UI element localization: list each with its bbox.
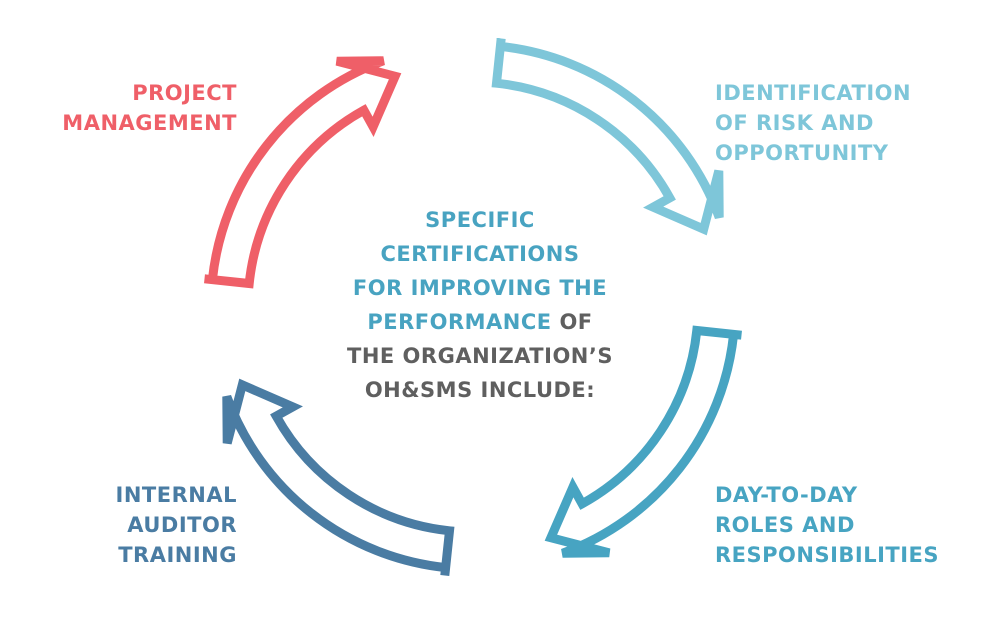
label-risk-opportunity: IDENTIFICATION OF RISK AND OPPORTUNITY: [715, 78, 911, 168]
label-line: OF RISK AND: [715, 111, 874, 135]
label-line: RESPONSIBILITIES: [715, 543, 940, 567]
label-roles-responsibilities: DAY-TO-DAY ROLES AND RESPONSIBILITIES: [715, 480, 939, 570]
label-line: OPPORTUNITY: [715, 141, 889, 165]
center-line: PERFORMANCE OF: [310, 305, 650, 339]
label-line: AUDITOR: [127, 513, 237, 537]
center-plain: OF: [559, 310, 593, 334]
center-line: SPECIFIC: [425, 208, 535, 232]
label-line: TRAINING: [118, 543, 237, 567]
center-highlight: PERFORMANCE: [367, 310, 552, 334]
label-line: ROLES AND: [715, 513, 855, 537]
label-line: MANAGEMENT: [62, 111, 237, 135]
label-auditor-training: INTERNAL AUDITOR TRAINING: [116, 480, 237, 570]
arrow-segment-project-management: [204, 56, 402, 289]
label-line: PROJECT: [132, 81, 237, 105]
center-line: CERTIFICATIONS: [380, 242, 580, 266]
arrow-segment-risk-opportunity: [491, 38, 724, 236]
arrow-segment-auditor-training: [222, 378, 455, 576]
center-heading: SPECIFIC CERTIFICATIONS FOR IMPROVING TH…: [310, 203, 650, 407]
center-line: FOR IMPROVING THE: [352, 276, 608, 300]
label-project-management: PROJECT MANAGEMENT: [62, 78, 237, 138]
label-line: DAY-TO-DAY: [715, 483, 858, 507]
label-line: INTERNAL: [115, 483, 237, 507]
center-line: OH&SMS INCLUDE:: [364, 378, 596, 402]
arrow-segment-roles: [544, 325, 742, 558]
label-line: IDENTIFICATION: [715, 81, 912, 105]
center-line: THE ORGANIZATION’S: [347, 344, 613, 368]
